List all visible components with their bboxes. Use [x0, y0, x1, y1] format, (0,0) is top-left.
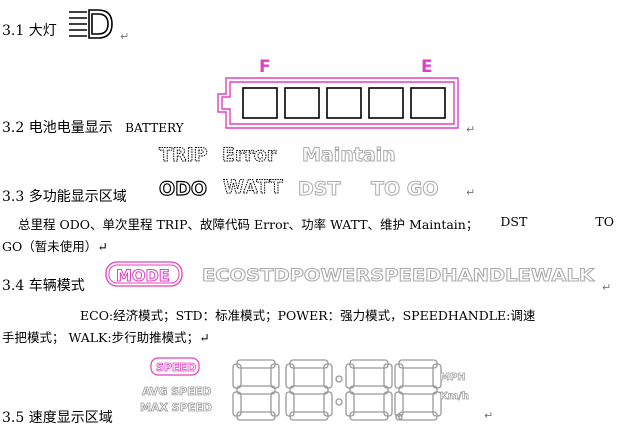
description-3-3-line2: GO（暂未使用）↵ [2, 236, 108, 255]
heading-3-1-text: 3.1 大灯 [2, 23, 57, 39]
heading-3-5: 3.5 速度显示区域 [2, 407, 113, 427]
return-mark: ↵ [602, 281, 612, 294]
gauge-empty-label: E [421, 57, 433, 77]
desc-text: ECO:经济模式；STD：标准模式；POWER：强力模式，SPEEDHANDLE… [80, 308, 536, 323]
heading-3-4-text: 3.4 车辆模式 [2, 278, 85, 294]
desc-text: TO [595, 214, 614, 229]
battery-label: BATTERY [125, 121, 184, 135]
battery-gauge: F E [217, 57, 459, 129]
mode-badge: MODE [116, 266, 170, 285]
mph-unit: MPH [440, 372, 466, 383]
avg-speed-label: AVG SPEED [142, 385, 211, 398]
return-mark: ↵ [484, 409, 494, 422]
battery-cell [410, 87, 446, 119]
digit-2 [285, 359, 333, 421]
speed-badge: SPEED [156, 361, 196, 374]
desc-text: 总里程 ODO、单次里程 TRIP、故障代码 Error、功率 WATT、维护 … [18, 217, 479, 232]
return-mark: ↵ [466, 123, 476, 136]
maintain-segment: Maintain [302, 144, 396, 166]
battery-cell [242, 87, 278, 119]
error-segment: Error [222, 144, 277, 166]
description-3-4-line1: ECO:经济模式；STD：标准模式；POWER：强力模式，SPEEDHANDLE… [80, 305, 535, 324]
multifunction-display: TRIP Error Maintain ODO WATT DST TO GO [158, 144, 439, 201]
watt-segment: WATT [223, 176, 283, 198]
battery-cell [326, 87, 362, 119]
desc-text: 手把模式； WALK:步行助推模式；↵ [2, 330, 210, 345]
mode-display: MODE ECOSTDPOWERSPEEDHANDLEWALK [105, 261, 595, 287]
mode-list: ECOSTDPOWERSPEEDHANDLEWALK [202, 266, 595, 286]
desc-text: GO（暂未使用）↵ [2, 239, 108, 254]
headlight-icon [69, 9, 113, 39]
heading-3-5-text: 3.5 速度显示区域 [2, 410, 113, 426]
heading-3-3-text: 3.3 多功能显示区域 [2, 189, 127, 205]
odo-segment: ODO [159, 178, 207, 200]
gauge-full-label: F [259, 57, 271, 77]
digit-1 [232, 359, 280, 421]
dst-segment: DST [298, 178, 340, 200]
togo-segment: TO GO [371, 178, 438, 200]
max-speed-label: MAX SPEED [140, 401, 212, 414]
heading-3-1: 3.1 大灯 [2, 20, 57, 40]
kmh-unit: Km/h [440, 391, 469, 402]
description-3-3-line1: 总里程 ODO、单次里程 TRIP、故障代码 Error、功率 WATT、维护 … [18, 214, 614, 233]
battery-cell [368, 87, 404, 119]
battery-cell [284, 87, 320, 119]
description-3-4-line2: 手把模式； WALK:步行助推模式；↵ [2, 327, 210, 346]
heading-3-4: 3.4 车辆模式 [2, 275, 85, 295]
heading-3-3: 3.3 多功能显示区域 [2, 186, 127, 206]
return-mark: ↵ [466, 186, 476, 199]
digit-3 [345, 359, 393, 421]
desc-text: DST [500, 214, 528, 229]
trip-segment: TRIP [159, 144, 208, 166]
heading-3-2: 3.2 电池电量显示 BATTERY [2, 117, 184, 137]
heading-3-2-text: 3.2 电池电量显示 [2, 120, 113, 136]
speed-display: SPEED AVG SPEED MAX SPEED MPH Km/h [140, 357, 469, 421]
digit-4 [394, 359, 442, 421]
return-mark: ↵ [120, 30, 130, 43]
